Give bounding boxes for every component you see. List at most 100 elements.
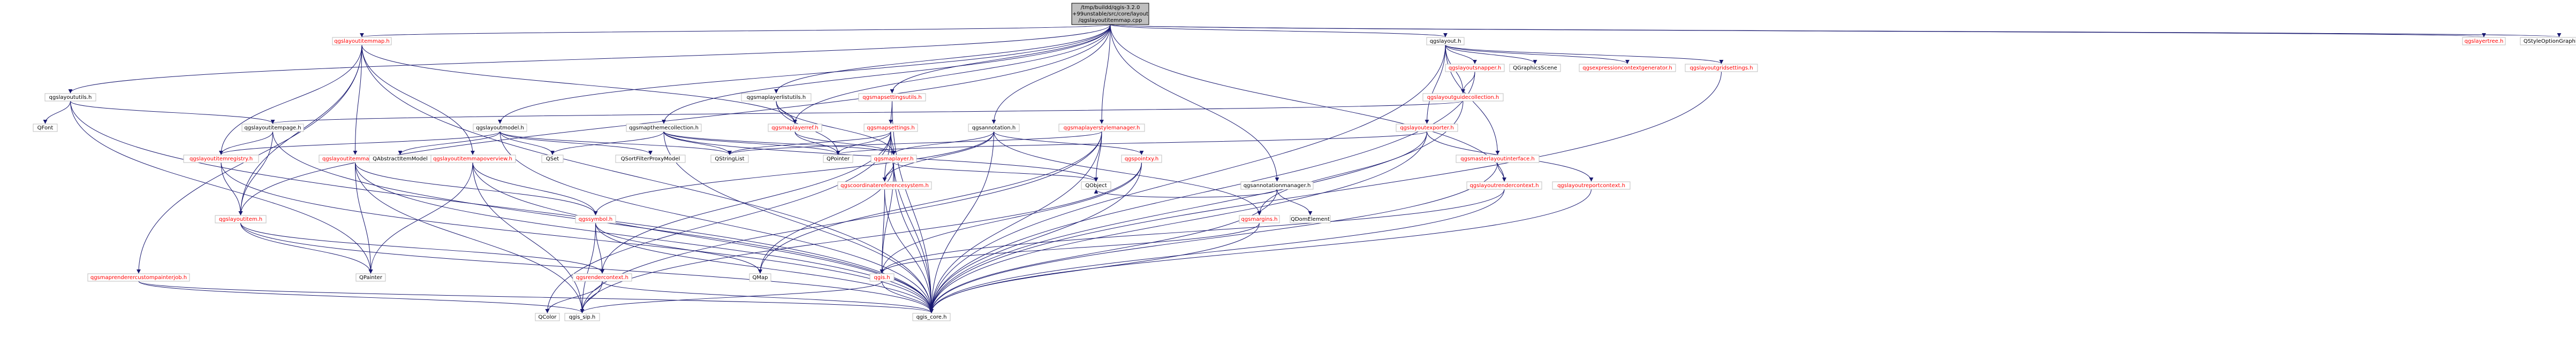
- edge-qgsmapsettings_h-to-QStringList: [728, 131, 891, 155]
- node-label: qgslayoutitemregistry.h: [190, 156, 253, 162]
- dependency-nodes: /tmp/buildd/qgis-3.2.0+99unstable/src/co…: [33, 3, 2576, 321]
- node-box: [535, 313, 560, 321]
- node-qgspointxy-h[interactable]: qgspointxy.h: [1121, 155, 1162, 163]
- node-QGraphicsScene: QGraphicsScene: [1509, 64, 1561, 72]
- node-label: QStringList: [715, 156, 744, 162]
- node-label: QMap: [753, 275, 768, 281]
- node-qgis-core-h: qgis_core.h: [912, 313, 951, 321]
- node-qgsmargins-h[interactable]: qgsmargins.h: [1239, 215, 1280, 223]
- edge-qgslayoutitem_h-to-qgis_core_h: [240, 222, 934, 313]
- node-label: QFont: [37, 125, 54, 131]
- edge-root-to-qgsmaplayerlistutils_h: [774, 24, 1111, 94]
- node-qgis-h[interactable]: qgis.h: [869, 273, 895, 282]
- edge-qgsmargins_h-to-qgis_core_h: [929, 222, 1260, 313]
- node-box: [1396, 124, 1458, 132]
- node-box: [1422, 93, 1504, 102]
- node-box: [858, 93, 926, 102]
- node-label: qgslayoutitemmapoverview.h: [433, 156, 512, 162]
- node-label: QSortFilterProxyModel: [621, 156, 680, 162]
- edge-qgslayoutitemmap_h-to-qgsmaplayerref_h: [361, 44, 797, 124]
- node-box: [912, 313, 951, 321]
- node-qgslayoutitemmapoverview-h[interactable]: qgslayoutitemmapoverview.h: [429, 155, 516, 163]
- edge-qgslayoutitemmapgrid_h-to-qgis_sip_h: [355, 162, 585, 313]
- edge-qgsrendercontext_h-to-QColor: [545, 281, 603, 313]
- node-box: [541, 155, 564, 163]
- edge-qgslayoutitemmapgrid_h-to-QPainter: [355, 162, 373, 274]
- edge-root-to-QStyleOptionGraphicsItem: [1110, 24, 2560, 37]
- node-box: [87, 273, 190, 282]
- node-label: qgsmaplayer.h: [874, 156, 914, 162]
- node-label: /qgslayoutitemmap.cpp: [1079, 18, 1142, 24]
- node-qgscoordinatereferencesystem-h[interactable]: qgscoordinatereferencesystem.h: [837, 181, 932, 190]
- node-label: qgsmaplayerlistutils.h: [747, 95, 806, 101]
- edge-qgsannotation_h-to-qgsmaplayer_h: [891, 131, 994, 155]
- edge-qgsmargins_h-to-qgis_h: [880, 222, 1260, 274]
- edge-qgslayoutitempage_h-to-qgslayoutitemregistry_h: [219, 131, 273, 155]
- node-label: qgslayoutsnapper.h: [1449, 65, 1501, 71]
- node-qgsexpressioncontextgenerator-h[interactable]: qgsexpressioncontextgenerator.h: [1579, 64, 1676, 72]
- node-label: qgsmapsettings.h: [867, 125, 915, 131]
- node-qgslayoutitemmap-h[interactable]: qgslayoutitemmap.h: [332, 37, 392, 45]
- node-QPointer: QPointer: [823, 155, 853, 163]
- node-label: qgsmaprenderercustompainterjob.h: [90, 275, 187, 281]
- edge-qgslayoutitemmapoverview_h-to-qgssymbol_h: [472, 162, 598, 215]
- edge-root-to-qgslayoutrendercontext_h: [1110, 24, 1506, 182]
- edge-root-to-qgsmapsettingsutils_h: [890, 24, 1111, 94]
- edge-qgspointxy_h-to-qgis_h: [880, 162, 1142, 274]
- node-label: qgsmapthemecollection.h: [629, 125, 699, 131]
- node-qgsmaplayer-h[interactable]: qgsmaplayer.h: [870, 155, 917, 163]
- edge-qgsmaplayerref_h-to-QPointer: [794, 131, 840, 155]
- node-qgslayoutsnapper-h[interactable]: qgslayoutsnapper.h: [1445, 64, 1505, 72]
- edge-qgslayoutitemmapgrid_h-to-qgis_core_h: [355, 162, 934, 313]
- node-qgsmaprenderercustompainterjob-h[interactable]: qgsmaprenderercustompainterjob.h: [87, 273, 190, 282]
- node-qgslayoutitemregistry-h[interactable]: qgslayoutitemregistry.h: [183, 155, 259, 163]
- node-qgsmasterlayoutinterface-h[interactable]: qgsmasterlayoutinterface.h: [1456, 155, 1540, 163]
- node-box: [2520, 37, 2576, 45]
- node-qgslayoutgridsettings-h[interactable]: qgslayoutgridsettings.h: [1685, 64, 1758, 72]
- node-box: [1071, 3, 1149, 25]
- edge-qgsannotation_h-to-qgspointxy_h: [994, 131, 1144, 155]
- node-box: [1685, 64, 1758, 72]
- node-box: [710, 155, 749, 163]
- node-box: [473, 124, 527, 132]
- edge-qgsmapthemecollection_h-to-qgsmaplayer_h: [663, 131, 896, 155]
- edge-root-to-qgslayoututils_h: [68, 24, 1111, 94]
- node-qgssymbol-h[interactable]: qgssymbol.h: [575, 215, 616, 223]
- node-QPainter: QPainter: [355, 273, 386, 282]
- edge-qgslayout_h-to-qgslayoutsnapper_h: [1445, 44, 1477, 64]
- edge-qgslayoutitemmap_h-to-qgslayoutitemmapoverview_h: [361, 44, 475, 155]
- edge-qgsannotationmanager_h-to-QDomElement: [1277, 189, 1313, 215]
- node-label: qgsmaplayerstylemanager.h: [1064, 125, 1140, 131]
- node-box: [741, 93, 812, 102]
- node-label: qgslayoutrendercontext.h: [1469, 183, 1539, 189]
- node-box: [1121, 155, 1162, 163]
- node-qgsmaplayerref-h[interactable]: qgsmaplayerref.h: [768, 124, 822, 132]
- edge-qgsannotation_h-to-qgscoordinatereferencesystem_h: [882, 131, 994, 182]
- edge-qgis_h-to-qgis_sip_h: [580, 281, 882, 313]
- node-qgsmapsettings-h[interactable]: qgsmapsettings.h: [863, 124, 918, 132]
- node-box: [1290, 215, 1331, 223]
- node-box: [1509, 64, 1561, 72]
- node-QColor: QColor: [535, 313, 560, 321]
- node-qgsmaplayerstylemanager-h[interactable]: qgsmaplayerstylemanager.h: [1058, 124, 1145, 132]
- node-qgsannotation-h: qgsannotation.h: [968, 124, 1020, 132]
- edge-qgslayoutexporter_h-to-QPointer: [836, 131, 1427, 155]
- node-qgslayoutexporter-h[interactable]: qgslayoutexporter.h: [1396, 124, 1458, 132]
- edge-qgslayoutsnapper_h-to-qgslayoutguidecollection_h: [1461, 71, 1475, 94]
- node-qgslayoutitem-h[interactable]: qgslayoutitem.h: [215, 215, 267, 223]
- node-box: [615, 155, 686, 163]
- node-qgslayoutrendercontext-h[interactable]: qgslayoutrendercontext.h: [1466, 181, 1542, 190]
- node-box: [564, 313, 600, 321]
- edge-qgslayoutitempage_h-to-qgslayoutitem_h: [238, 131, 273, 215]
- edge-root-to-qgsmaplayerstylemanager_h: [1100, 24, 1111, 124]
- edge-qgslayoutexporter_h-to-qgis_core_h: [929, 131, 1427, 313]
- edge-qgslayoutitem_h-to-qgsrendercontext_h: [240, 222, 604, 274]
- edge-qgslayoutmodel_h-to-QSortFilterProxyModel: [499, 131, 653, 155]
- node-box: [1239, 215, 1280, 223]
- node-label: qgsmaplayerref.h: [771, 125, 818, 131]
- node-qgsrendercontext-h[interactable]: qgsrendercontext.h: [572, 273, 632, 282]
- node-qgslayoutreportcontext-h[interactable]: qgslayoutreportcontext.h: [1552, 181, 1631, 190]
- node-qgslayoutguidecollection-h[interactable]: qgslayoutguidecollection.h: [1422, 93, 1504, 102]
- node-qgsmapsettingsutils-h[interactable]: qgsmapsettingsutils.h: [858, 93, 926, 102]
- node-qgslayertree-h[interactable]: qgslayertree.h: [2462, 37, 2506, 45]
